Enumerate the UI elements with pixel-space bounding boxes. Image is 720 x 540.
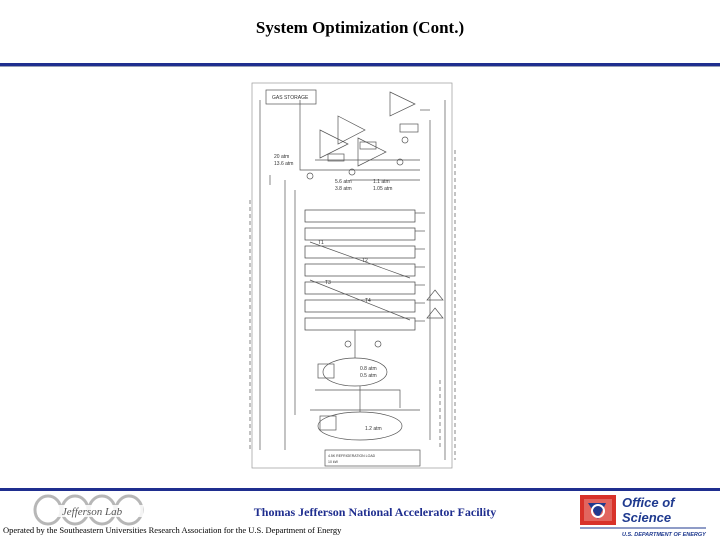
diagram-label-low-p3: 1.2 atm (365, 426, 382, 432)
diagram-label-t3: T3 (325, 280, 331, 286)
operated-by-text: Operated by the Southeastern Universitie… (3, 525, 342, 535)
diagram-label-t1: T1 (318, 240, 324, 246)
diagram-label-low-p1: 0.8 atm (360, 366, 377, 372)
diagram-label-bottom-box1: 4.5K REFRIGERATION LOAD (328, 454, 376, 458)
diagram-label-p2: 5.6 atm (335, 179, 352, 185)
diagram-label-p1: 20 atm (274, 154, 289, 160)
diagram-label-p1b: 13.6 atm (274, 161, 293, 167)
diagram-label-t4: T4 (365, 298, 371, 304)
diagram-label-bottom-box2: 10 kW (328, 460, 339, 464)
header-rule-shadow (0, 66, 720, 67)
diagram-label-low-p2: 0.5 atm (360, 373, 377, 379)
science-logo-line3: U.S. DEPARTMENT OF ENERGY (622, 532, 707, 538)
process-flow-diagram: GAS STORAGE 20 atm 13.6 atm 5.6 atm 3.8 … (249, 82, 456, 469)
science-logo-line1: Office of (622, 495, 676, 510)
header-rule (0, 63, 720, 66)
jefferson-lab-logo: Jefferson Lab (33, 494, 144, 526)
facility-name: Thomas Jefferson National Accelerator Fa… (253, 505, 497, 519)
slide-title: System Optimization (Cont.) (255, 18, 465, 37)
footer-rule (0, 488, 720, 491)
diagram-label-t2: T2 (362, 258, 368, 264)
page-number: Page 7 (540, 508, 554, 513)
diagram-label-p2b: 3.8 atm (335, 186, 352, 192)
diagram-label-p3: 1.1 atm (373, 179, 390, 185)
diagram-label-gas-storage: GAS STORAGE (272, 95, 309, 101)
office-of-science-logo: Office of Science U.S. DEPARTMENT OF ENE… (580, 495, 707, 538)
jefferson-lab-logo-text: Jefferson Lab (62, 506, 123, 518)
diagram-label-p3b: 1.05 atm (373, 186, 392, 192)
science-logo-line2: Science (622, 510, 671, 525)
